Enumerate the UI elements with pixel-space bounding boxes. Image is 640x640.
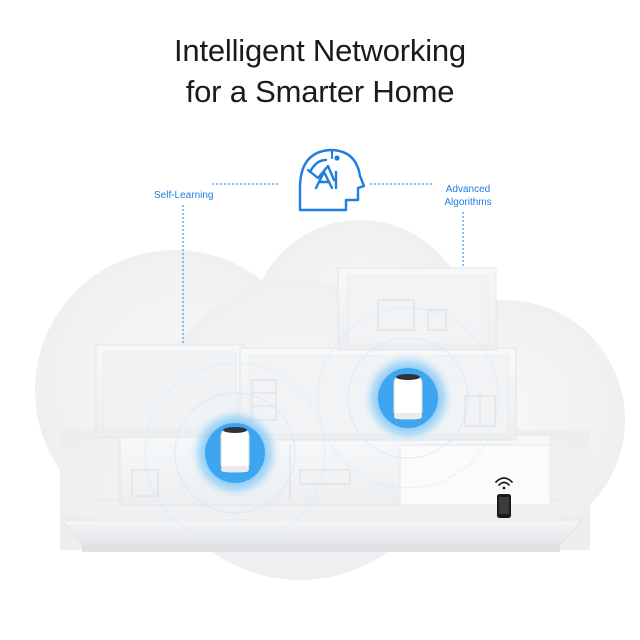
callout-right-line-2: Algorithms: [444, 197, 492, 208]
headline: Intelligent Networking for a Smarter Hom…: [0, 30, 640, 112]
wifi-icon: [495, 477, 513, 490]
ai-head-icon: [298, 148, 366, 212]
mesh-router-right: [360, 350, 456, 446]
callout-right-line-1: Advanced: [445, 184, 491, 195]
callout-advanced-algorithms: Advanced Algorithms: [430, 183, 506, 209]
headline-line-1: Intelligent Networking: [174, 33, 466, 68]
mesh-router-left: [187, 405, 283, 501]
callout-self-learning: Self-Learning: [154, 190, 214, 201]
headline-line-2: for a Smarter Home: [185, 74, 455, 109]
smartphone-icon: [497, 494, 511, 518]
